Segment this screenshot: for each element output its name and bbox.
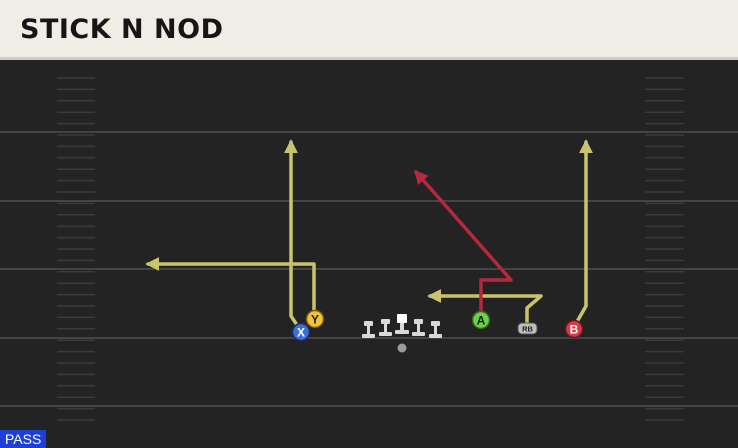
routes xyxy=(145,139,593,333)
b-go-route xyxy=(572,139,593,329)
play-type-badge: PASS xyxy=(0,430,47,448)
lineman-icon xyxy=(362,321,375,338)
player-y[interactable]: Y xyxy=(305,309,325,329)
y-out-route xyxy=(145,257,316,320)
player-rb[interactable]: RB xyxy=(517,322,538,335)
player-a[interactable]: A xyxy=(471,310,491,330)
quarterback-icon xyxy=(397,343,407,353)
play-header: STICK N NOD xyxy=(0,0,738,60)
player-b[interactable]: B xyxy=(564,319,584,339)
rb-flat-route xyxy=(427,289,543,329)
playbook-field: X Y A RB B xyxy=(0,77,738,421)
player-a-label: A xyxy=(477,314,486,328)
lineman-icon xyxy=(412,319,425,336)
center-icon xyxy=(395,314,409,334)
play-title: STICK N NOD xyxy=(20,14,224,45)
player-y-label: Y xyxy=(311,313,319,327)
yard-lines xyxy=(0,131,738,407)
a-post-route xyxy=(414,169,513,321)
x-go-route xyxy=(284,139,303,333)
hash-marks xyxy=(57,77,684,421)
lineman-icon xyxy=(429,321,442,338)
player-x[interactable]: X xyxy=(291,322,311,342)
lineman-icon xyxy=(379,319,392,336)
player-b-label: B xyxy=(570,323,579,337)
player-rb-label: RB xyxy=(522,325,533,334)
player-x-label: X xyxy=(297,326,305,340)
offensive-line xyxy=(362,314,442,353)
